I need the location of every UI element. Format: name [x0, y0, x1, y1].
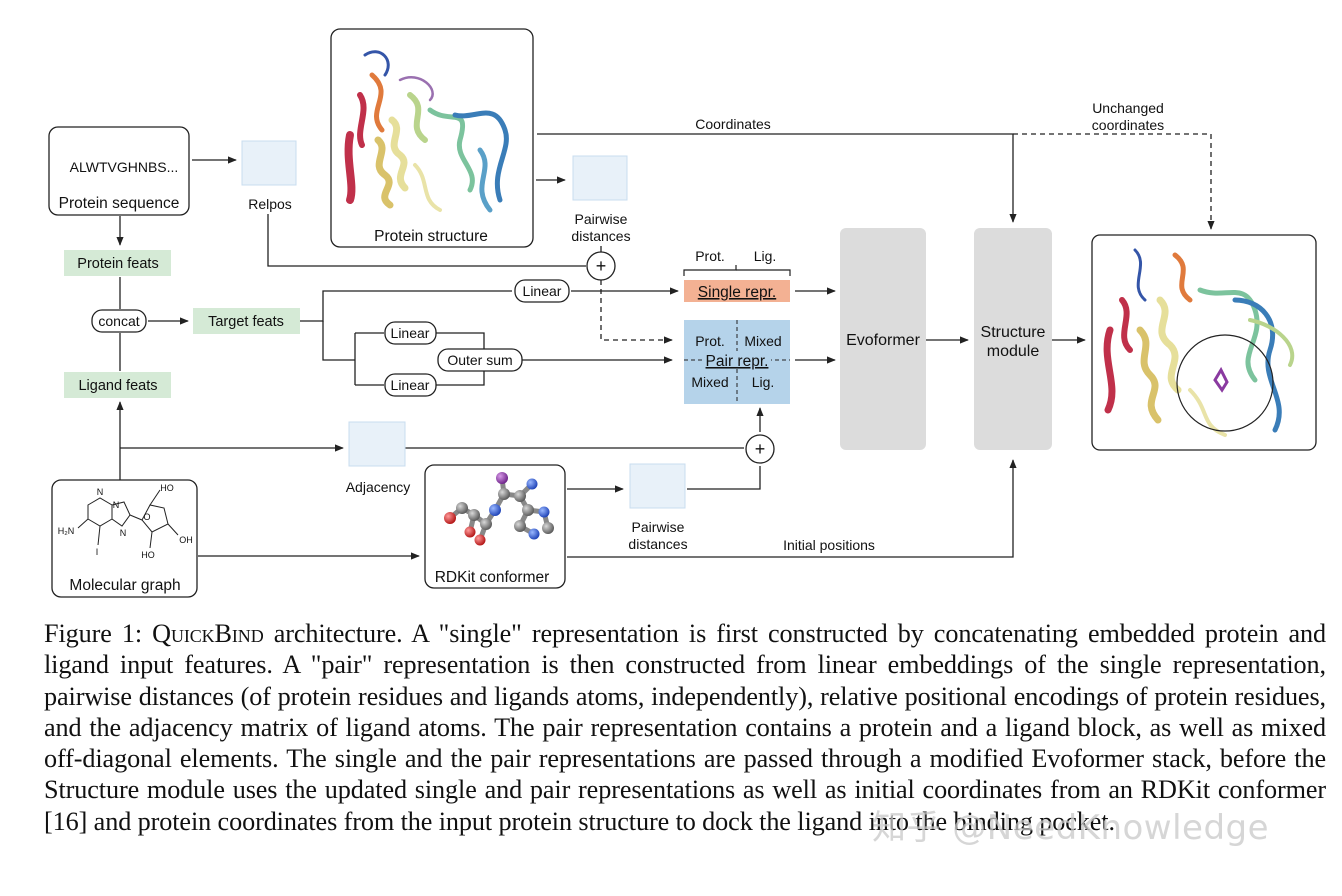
svg-text:+: + — [596, 256, 607, 276]
pair-prot-label: Prot. — [695, 333, 725, 349]
figure-caption: Figure 1: QuickBind architecture. A "sin… — [44, 618, 1326, 837]
protein-feats-label: Protein feats — [77, 256, 158, 272]
structure-module — [974, 228, 1052, 450]
pairwise-distances-protein-matrix — [572, 155, 628, 201]
pair-repr-label: Pair repr. — [706, 353, 769, 370]
single-repr-box — [684, 280, 790, 302]
svg-text:HO: HO — [141, 550, 155, 560]
pair-repr-box — [684, 320, 790, 404]
docked-complex-image — [1103, 248, 1295, 437]
pairwise-distances-ligand-matrix — [629, 463, 686, 509]
coordinates-label: Coordinates — [695, 116, 771, 132]
lig-header-label: Lig. — [754, 248, 777, 264]
protein-structure-box: Protein structure — [330, 28, 534, 248]
pairwise-top-label-2: distances — [571, 228, 630, 244]
target-feats-box — [193, 308, 300, 334]
ligand-feats-label: Ligand feats — [78, 378, 157, 394]
connectors — [116, 133, 1215, 560]
linear-single-node — [514, 279, 570, 303]
initial-positions-label: Initial positions — [783, 537, 875, 553]
linear-single-label: Linear — [523, 283, 562, 299]
protein-sequence-label: Protein sequence — [59, 195, 180, 212]
watermark: 知乎 @NeedKnowledge — [872, 808, 1270, 848]
rdkit-conformer-box: RDKit conformer — [424, 464, 566, 589]
pairwise-bottom-label-2: distances — [628, 536, 687, 552]
svg-text:N: N — [97, 487, 104, 497]
relpos-label: Relpos — [248, 196, 292, 212]
caption-body: architecture. A "single" representation … — [44, 619, 1327, 836]
ligand-feats-box — [64, 372, 171, 398]
sum-node-bottom: + — [745, 434, 775, 464]
structure-module-label-2: module — [987, 343, 1040, 360]
svg-text:OH: OH — [179, 535, 193, 545]
svg-text:N: N — [120, 528, 127, 538]
linear-bottom-label: Linear — [391, 377, 430, 393]
unchanged-coordinates-label-1: Unchanged — [1092, 100, 1164, 116]
protein-sequence-box: ALWTVGHNBS... Protein sequence — [48, 126, 190, 216]
pairwise-top-label-1: Pairwise — [575, 211, 628, 227]
adjacency-matrix — [348, 421, 406, 467]
svg-text:I: I — [96, 547, 99, 557]
svg-text:N: N — [113, 500, 120, 510]
molecule-drawing — [77, 489, 179, 549]
unchanged-coordinates-label-2: coordinates — [1092, 117, 1164, 133]
svg-text:O: O — [143, 512, 150, 522]
relpos-matrix — [241, 140, 297, 186]
conformer-ball-stick-image — [444, 472, 554, 546]
output-structure-box — [1091, 234, 1317, 451]
structure-module-label-1: Structure — [981, 324, 1046, 341]
linear-bottom-node — [384, 373, 437, 397]
pair-mixed-top-label: Mixed — [744, 333, 781, 349]
rdkit-conformer-label: RDKit conformer — [435, 569, 550, 586]
concat-node — [91, 309, 147, 333]
single-repr-label: Single repr. — [698, 284, 776, 301]
linear-top-label: Linear — [391, 325, 430, 341]
pair-lig-label: Lig. — [752, 374, 775, 390]
molecular-graph-box: N N N H₂N I HO O OH HO Molecular graph — [51, 479, 198, 598]
sum-node-top: + — [586, 251, 616, 281]
linear-top-node — [384, 321, 437, 345]
svg-text:HO: HO — [160, 483, 174, 493]
outer-sum-node — [437, 348, 523, 372]
caption-prefix: Figure 1: — [44, 619, 153, 648]
svg-text:H₂N: H₂N — [58, 526, 75, 536]
svg-text:+: + — [755, 439, 766, 459]
sequence-text: ALWTVGHNBS... — [70, 159, 179, 175]
caption-model-name: QuickBind — [152, 619, 264, 648]
architecture-diagram: ALWTVGHNBS... Protein sequence Relpos Pr… — [48, 28, 1317, 598]
evoformer-label: Evoformer — [846, 332, 920, 349]
protein-ribbon-image — [344, 50, 509, 213]
protein-structure-label: Protein structure — [374, 228, 488, 245]
prot-header-label: Prot. — [695, 248, 725, 264]
evoformer-module — [840, 228, 926, 450]
molecular-graph-label: Molecular graph — [69, 577, 180, 594]
pair-mixed-bottom-label: Mixed — [691, 374, 728, 390]
concat-label: concat — [98, 313, 139, 329]
adjacency-label: Adjacency — [346, 479, 411, 495]
outer-sum-label: Outer sum — [447, 352, 512, 368]
pairwise-bottom-label-1: Pairwise — [632, 519, 685, 535]
target-feats-label: Target feats — [208, 314, 284, 330]
repr-header-bracket — [683, 265, 791, 276]
protein-feats-box — [64, 250, 171, 276]
